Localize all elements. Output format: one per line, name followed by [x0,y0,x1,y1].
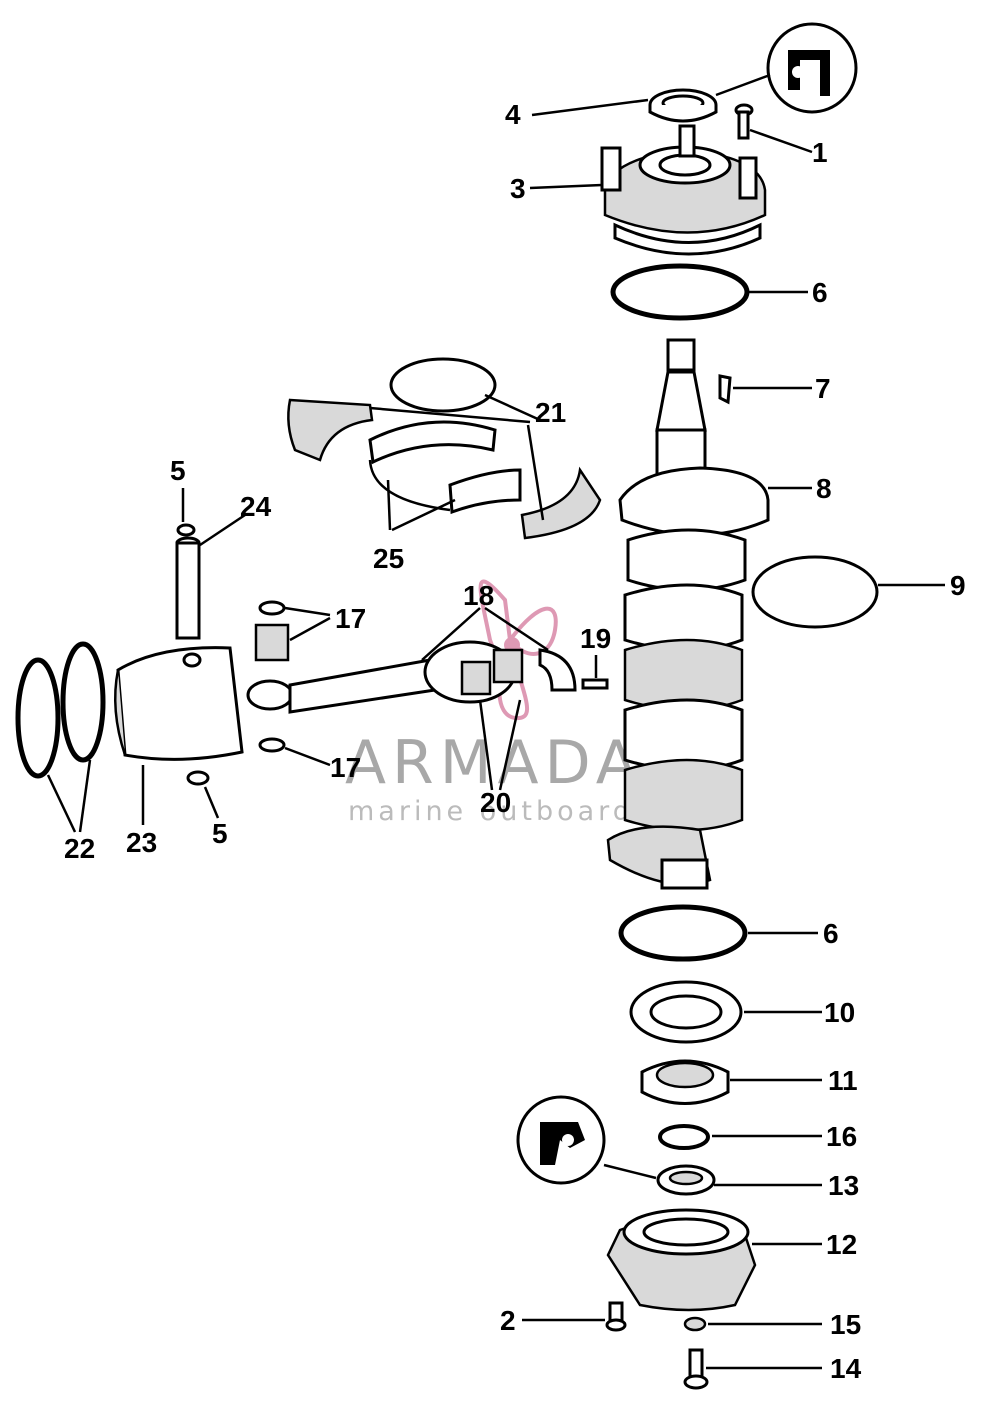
callout-13: 13 [828,1170,859,1201]
part-5-retaining-clip-top [176,523,196,537]
callout-6-top: 6 [812,277,828,308]
part-13-oil-seal [656,1164,716,1196]
part-2-screw [605,1301,627,1332]
callout-10: 10 [824,997,855,1028]
part-21-retainer-ring [389,357,497,413]
callout-6-bottom: 6 [823,918,839,949]
callout-5-top: 5 [170,455,186,486]
part-1-screw [734,103,754,140]
part-14-bolt [683,1348,709,1390]
part-20-needle-bearing-cage [460,648,524,696]
callout-16: 16 [826,1121,857,1152]
part-17-thrust-washer-bottom [258,737,286,753]
part-7-woodruff-key [718,374,732,405]
part-23-piston [114,646,244,761]
part-11-ball-bearing [640,1059,730,1105]
seal-detail-inset-bottom [516,1095,606,1185]
callout-18: 18 [463,580,494,611]
part-6-o-ring-top [610,263,750,321]
part-12-lower-bearing-housing [606,1208,757,1312]
part-5-retaining-clip-bottom [186,770,210,786]
callout-25: 25 [373,543,404,574]
callout-1: 1 [812,137,828,168]
callout-11: 11 [828,1065,858,1096]
callout-8: 8 [816,473,832,504]
callout-12: 12 [826,1229,857,1260]
connecting-rod [246,640,577,714]
part-16-retaining-ring [658,1124,710,1150]
part-3-upper-bearing-housing [600,124,767,256]
leader-lines [46,73,945,1370]
part-25-needle-bearing-half [368,420,522,515]
part-21-bearing-race-right [520,466,602,540]
callout-3: 3 [510,173,526,204]
callout-5-bottom: 5 [212,818,228,849]
callout-19: 19 [580,623,611,654]
part-24-wrist-pin [175,536,201,640]
part-9-retaining-ring [751,555,879,629]
callout-4: 4 [505,99,521,130]
callout-7: 7 [815,373,831,404]
callout-9: 9 [950,570,966,601]
callout-21: 21 [535,397,566,428]
part-17-needle-bearing [254,623,290,662]
callout-15: 15 [830,1309,861,1340]
callout-22: 22 [64,833,95,864]
part-8-crankshaft [606,338,770,890]
seal-detail-inset-top [766,22,858,114]
callout-17-top: 17 [335,603,366,634]
part-22-piston-rings [15,641,106,779]
part-15-lockwasher [683,1316,707,1332]
callout-20: 20 [480,787,511,818]
callout-14: 14 [830,1353,862,1384]
callout-17-bottom: 17 [330,752,361,783]
part-10-gasket [629,980,743,1044]
part-19-rod-screw [581,678,609,690]
watermark-tagline: marine outboards [348,796,652,827]
part-17-thrust-washer-top [258,600,286,616]
callout-2: 2 [500,1305,516,1336]
callout-24: 24 [240,491,272,522]
part-6-o-ring-bottom [618,904,748,962]
part-4-oil-seal [648,88,718,123]
part-21-bearing-race-left [287,398,374,462]
callout-23: 23 [126,827,157,858]
